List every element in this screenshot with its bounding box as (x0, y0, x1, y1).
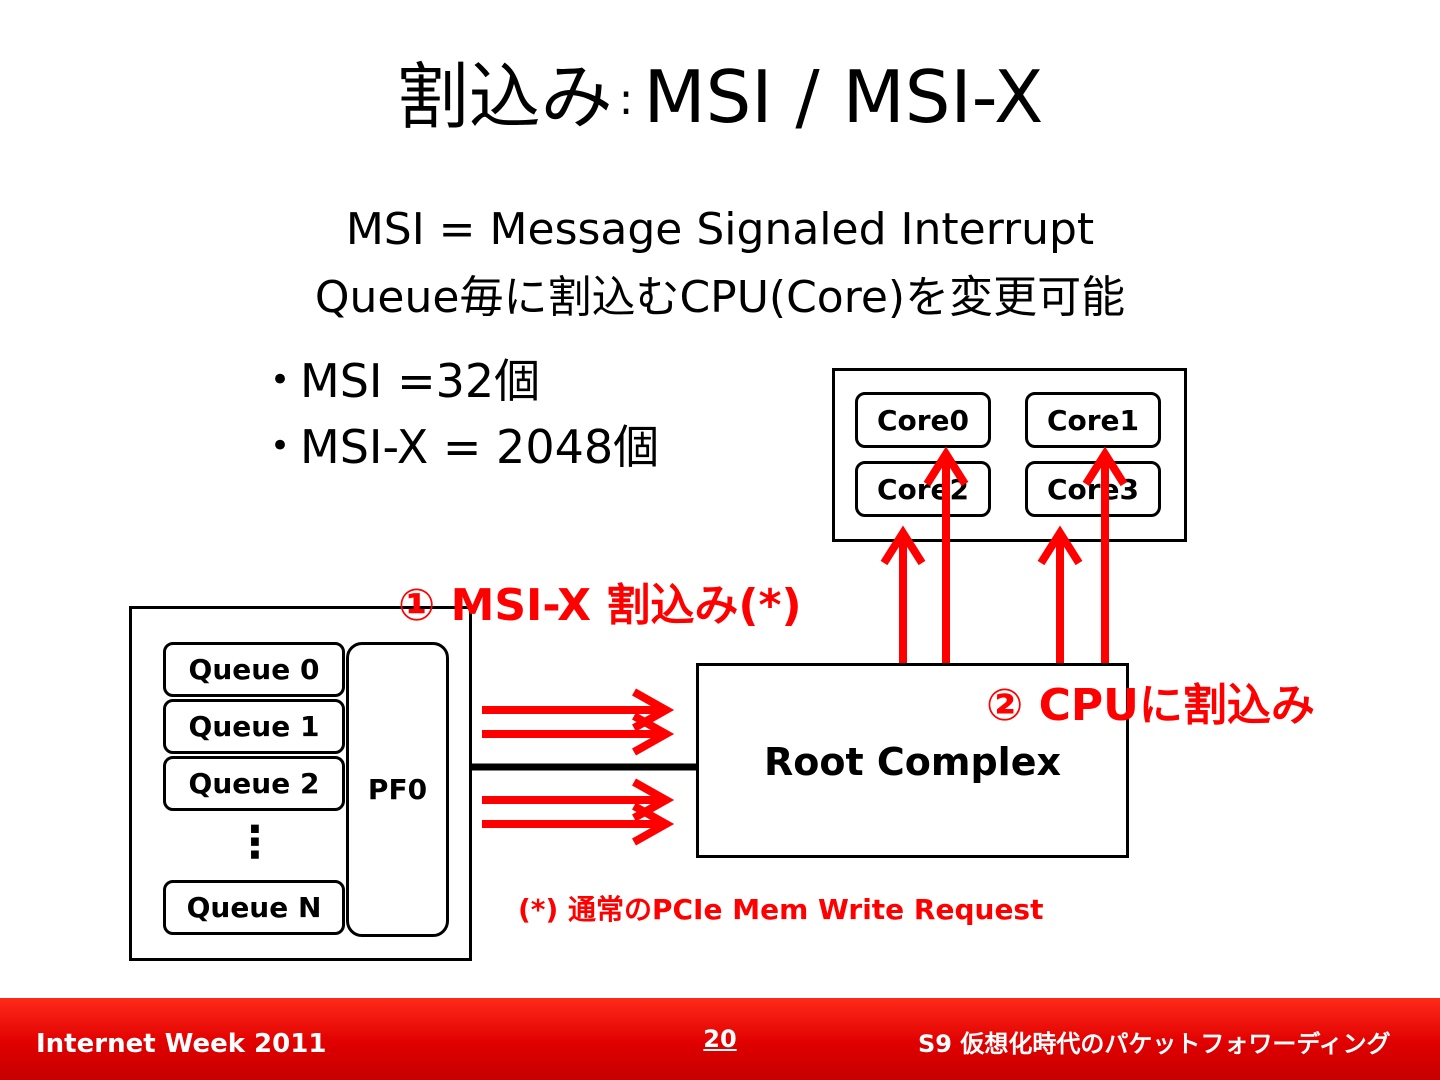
pf0-function: PF0 (346, 642, 449, 937)
queue-1: Queue 1 (163, 699, 345, 754)
arrowhead-up-icon (923, 446, 969, 487)
title-main: 割込み (396, 55, 613, 139)
msi-x-arrows (482, 688, 675, 846)
bullet-text: MSI-X = 2048個 (300, 420, 660, 474)
queue-2: Queue 2 (163, 756, 345, 811)
queue-ellipsis: ⋮ (233, 817, 277, 868)
core-0: Core0 (855, 392, 991, 448)
cpu-interrupt-arrows (880, 446, 1128, 663)
arrowhead-up-icon (880, 525, 926, 566)
footnote-mem-write: (*) 通常のPCIe Mem Write Request (518, 893, 1044, 926)
bullet-item: •MSI =32個 (270, 352, 540, 409)
queue-n: Queue N (163, 880, 345, 935)
root-complex-label: Root Complex (764, 740, 1061, 784)
core-1: Core1 (1025, 392, 1161, 448)
bullet-dot-icon: • (270, 426, 291, 466)
title-rest: MSI / MSI-X (643, 55, 1044, 139)
arrowhead-right-icon (632, 802, 675, 846)
arrowhead-right-icon (632, 712, 675, 756)
bullet-item: •MSI-X = 2048個 (270, 418, 659, 475)
subtitle-line-2: Queue毎に割込むCPU(Core)を変更可能 (314, 272, 1126, 323)
annotation-cpu-interrupt: ② CPUに割込み (986, 680, 1315, 731)
footer-page-number: 20 (703, 1025, 737, 1053)
arrowhead-up-icon (1082, 446, 1128, 487)
bullet-dot-icon: • (270, 360, 291, 400)
queue-0: Queue 0 (163, 642, 345, 697)
footer-left-text: Internet Week 2011 (36, 1029, 327, 1059)
annotation-msix-interrupt: ① MSI-X 割込み(*) (398, 580, 802, 631)
arrowhead-up-icon (1037, 525, 1083, 566)
bullet-text: MSI =32個 (300, 354, 541, 408)
footer-bar (0, 998, 1440, 1080)
slide-title: 割込み:MSI / MSI-X (0, 52, 1440, 145)
title-separator: : (618, 74, 634, 125)
root-complex-box (696, 663, 1129, 858)
subtitle-line-1: MSI = Message Signaled Interrupt (345, 204, 1095, 255)
core-2: Core2 (855, 461, 991, 517)
footer-right-text: S9 仮想化時代のパケットフォワーディング (918, 1030, 1391, 1058)
